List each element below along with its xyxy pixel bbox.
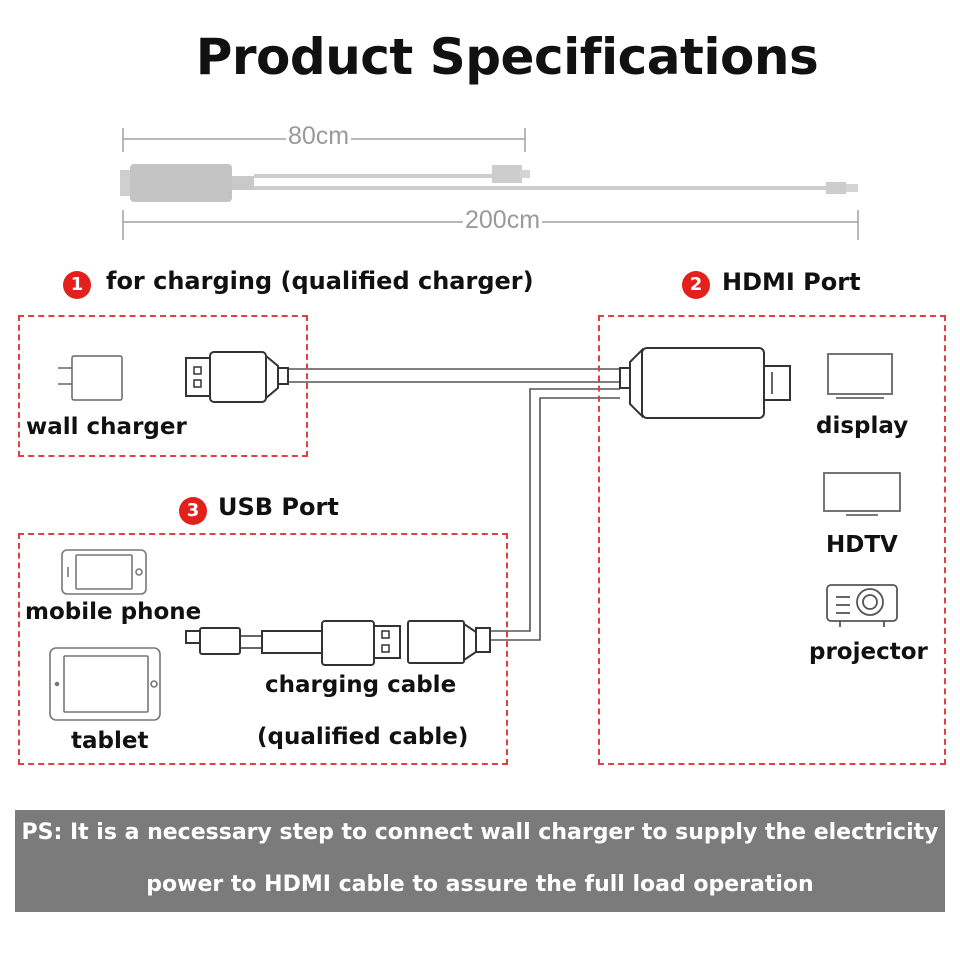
- tablet-icon: [49, 647, 161, 721]
- usb-box: [18, 533, 508, 765]
- qualified-cable-label: (qualified cable): [257, 724, 469, 750]
- hdmi-plug-icon: [619, 347, 791, 419]
- section-badge-3: 3: [179, 497, 207, 525]
- cable-overview: [120, 164, 858, 202]
- projector-icon: [826, 584, 898, 627]
- monitor-icon: [827, 353, 893, 399]
- note-line-1: PS: It is a necessary step to connect wa…: [21, 820, 939, 845]
- usb-a-socket-icon: [407, 620, 491, 664]
- note-bar: [15, 810, 945, 912]
- wall-charger-label: wall charger: [26, 414, 187, 440]
- hdmi-box: [598, 315, 946, 765]
- section-badge-2: 2: [682, 271, 710, 299]
- section-label-charging: for charging (qualified charger): [106, 267, 534, 295]
- hdtv-label: HDTV: [826, 532, 898, 558]
- note-line-2: power to HDMI cable to assure the full l…: [146, 872, 814, 897]
- wall-charger-icon: [58, 355, 123, 401]
- charging-cable-label: charging cable: [265, 672, 457, 698]
- micro-usb-plug-icon: [185, 620, 401, 666]
- tv-icon: [823, 472, 901, 516]
- phone-icon: [61, 549, 147, 595]
- dimension-label-200cm: 200cm: [463, 206, 543, 235]
- tablet-label: tablet: [71, 728, 149, 754]
- section-badge-1: 1: [63, 271, 91, 299]
- charging-box: [18, 315, 308, 457]
- usb-a-plug-icon: [185, 351, 289, 403]
- display-label: display: [816, 413, 909, 439]
- cable-lines: [288, 368, 620, 641]
- mobile-phone-label: mobile phone: [25, 599, 202, 625]
- section-label-usb: USB Port: [218, 493, 339, 521]
- section-label-hdmi: HDMI Port: [722, 268, 861, 296]
- page-title: Product Specifications: [195, 28, 819, 86]
- dimension-label-80cm: 80cm: [286, 122, 352, 151]
- projector-label: projector: [809, 639, 928, 665]
